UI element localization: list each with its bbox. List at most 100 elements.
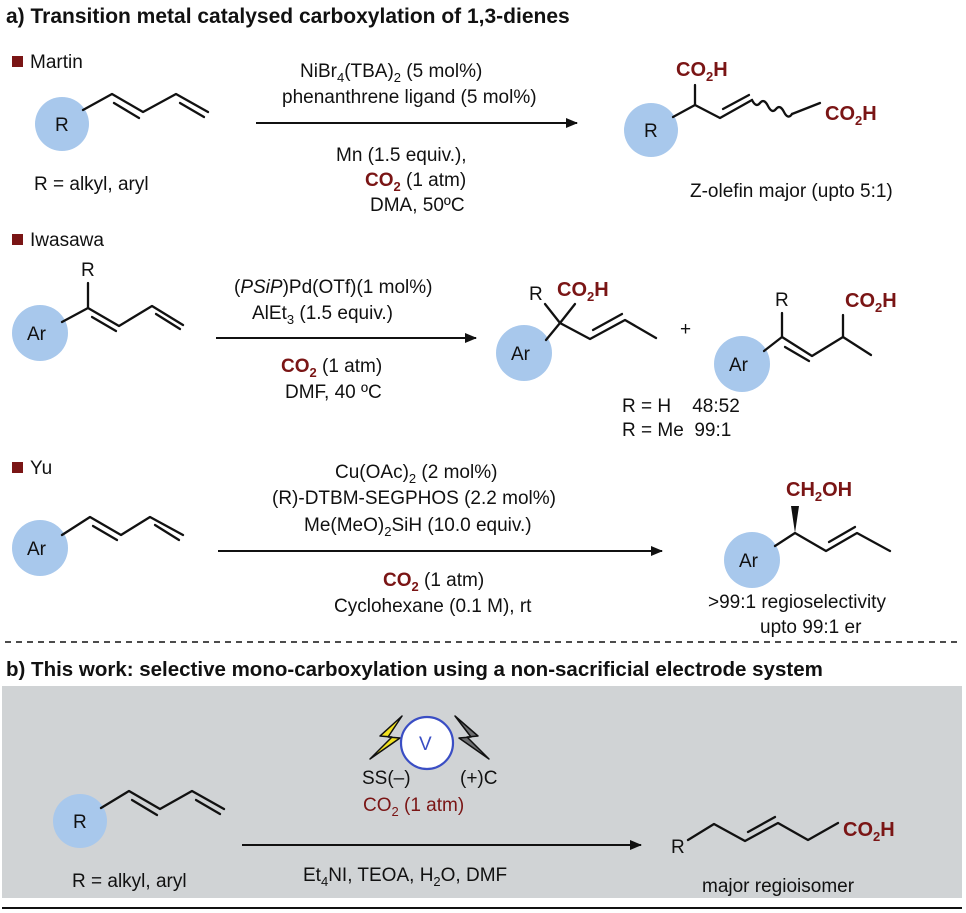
section-b-double-1 xyxy=(130,798,159,817)
yu-cond-2: (R)-DTBM-SEGPHOS (2.2 mol%) xyxy=(272,488,556,509)
section-b-r-circle xyxy=(53,794,107,848)
yu-note-1: >99:1 regioselectivity xyxy=(708,592,886,613)
iwasawa-ar-label: Ar xyxy=(27,324,47,345)
section-b-product-co2h: CO2H xyxy=(843,819,895,844)
iwasawa-p1-double xyxy=(591,312,624,332)
iwasawa-p2-co2h: CO2H xyxy=(845,290,897,315)
martin-product-co2h-top: CO2H xyxy=(676,59,728,84)
yu-double-1 xyxy=(91,524,119,542)
martin-cond-5: DMA, 50ºC xyxy=(370,195,465,216)
iwasawa-cond-4: DMF, 40 ºC xyxy=(285,382,382,403)
iwasawa-ar-circle xyxy=(12,305,68,361)
yu-product-wedge-bond xyxy=(791,506,799,533)
yu-ar-label: Ar xyxy=(27,539,47,560)
section-b-substrate: R xyxy=(53,789,226,848)
yu-product-ar-label: Ar xyxy=(739,551,759,572)
electrode-left: SS(–) xyxy=(362,768,411,789)
iwasawa-ratio-1: R = H 48:52 xyxy=(622,396,740,417)
iwasawa-diene-chain xyxy=(60,304,185,328)
martin-product-double xyxy=(721,93,751,111)
iwasawa-p1-bond-r xyxy=(543,302,562,325)
electrode-right: (+)C xyxy=(460,768,497,789)
iwasawa-cond-3: CO2 (1 atm) xyxy=(281,356,382,380)
iwasawa-ratio-2: R = Me 99:1 xyxy=(622,420,731,441)
martin-r-note: R = alkyl, aryl xyxy=(34,174,149,195)
section-b-r-label: R xyxy=(73,812,87,833)
martin-r-circle xyxy=(35,97,89,151)
iwasawa-cond-1: (PSiP)Pd(OTf)(1 mol%) xyxy=(234,277,432,298)
iwasawa-p1-bond-co2h xyxy=(558,302,577,325)
martin-cond-4: CO2 (1 atm) xyxy=(365,170,466,194)
martin-product-bond-end xyxy=(790,101,822,116)
section-b-diene-chain xyxy=(99,789,226,811)
iwasawa-p2-chain xyxy=(762,335,873,358)
iwasawa-double-2 xyxy=(154,312,182,331)
yu-product-ch2oh: CH2OH xyxy=(786,479,852,504)
section-b-double-2 xyxy=(194,798,222,816)
martin-double-bond-1 xyxy=(112,101,141,120)
yu-cond-1: Cu(OAc)2 (2 mol%) xyxy=(335,462,497,486)
martin-diene-chain xyxy=(81,92,210,114)
section-b-product-double xyxy=(746,815,777,834)
section-a-title: a) Transition metal catalysed carboxylat… xyxy=(6,5,570,28)
yu-diene-chain xyxy=(60,515,185,537)
iwasawa-cond-2: AlEt3 (1.5 equiv.) xyxy=(252,303,393,327)
martin-substrate: R xyxy=(35,92,210,151)
yu-ar-circle xyxy=(12,520,68,576)
lightning-yellow-icon xyxy=(369,715,403,760)
iwasawa-p2-ar-circle xyxy=(714,336,770,392)
section-b-cond-2: Et4NI, TEOA, H2O, DMF xyxy=(303,865,507,889)
yu-bullet xyxy=(12,462,23,473)
yu-product-double xyxy=(827,525,857,544)
yu-cond-3: Me(MeO)2SiH (10.0 equiv.) xyxy=(304,515,532,539)
martin-bullet xyxy=(12,56,23,67)
martin-double-bond-2 xyxy=(178,101,206,119)
iwasawa-p1-r: R xyxy=(529,284,543,305)
iwasawa-p1-chain xyxy=(544,318,658,342)
voltmeter-icon xyxy=(399,715,455,771)
iwasawa-p1-ar-circle xyxy=(496,325,552,381)
martin-product-chain xyxy=(671,98,754,120)
iwasawa-product-2: R Ar CO2H xyxy=(714,290,897,392)
yu-double-2 xyxy=(153,523,181,542)
section-b-product: R CO2H xyxy=(671,815,895,858)
iwasawa-r-top: R xyxy=(81,260,95,281)
yu-product: CH2OH Ar xyxy=(724,479,892,588)
lightning-gray-icon xyxy=(454,715,490,760)
martin-product-co2h-end: CO2H xyxy=(825,103,877,128)
yu-cond-4: CO2 (1 atm) xyxy=(383,570,484,594)
section-b-product-note: major regioisomer xyxy=(702,876,855,897)
iwasawa-product-1: R CO2H Ar xyxy=(496,279,658,381)
yu-note-2: upto 99:1 er xyxy=(760,617,862,638)
electrochem-setup: V xyxy=(369,715,490,771)
iwasawa-p2-r: R xyxy=(775,290,789,311)
yu-cond-5: Cyclohexane (0.1 M), rt xyxy=(334,596,532,617)
martin-cond-2: phenanthrene ligand (5 mol%) xyxy=(282,87,537,108)
yu-product-ar-circle xyxy=(724,532,780,588)
iwasawa-p1-ar-label: Ar xyxy=(511,344,531,365)
yu-product-chain xyxy=(773,531,892,553)
martin-product-wavy-bond xyxy=(750,98,794,118)
martin-product: CO2H R CO2H xyxy=(624,59,877,157)
section-b-panel xyxy=(2,686,962,898)
iwasawa-bullet xyxy=(12,234,23,245)
section-b-product-chain xyxy=(686,821,840,843)
martin-cond-3: Mn (1.5 equiv.), xyxy=(336,145,467,166)
martin-label: Martin xyxy=(30,52,83,73)
martin-product-note: Z-olefin major (upto 5:1) xyxy=(690,181,893,202)
section-b-r-note: R = alkyl, aryl xyxy=(72,871,187,892)
iwasawa-plus: + xyxy=(680,319,691,340)
voltmeter-label: V xyxy=(419,734,432,755)
yu-substrate: Ar xyxy=(12,515,185,576)
section-b-title: b) This work: selective mono-carboxylati… xyxy=(6,658,823,681)
martin-r-label: R xyxy=(55,115,69,136)
yu-label: Yu xyxy=(30,458,52,479)
iwasawa-label: Iwasawa xyxy=(30,230,104,251)
iwasawa-p2-double xyxy=(783,345,811,363)
martin-product-r-circle xyxy=(624,103,678,157)
iwasawa-double-1 xyxy=(90,315,118,333)
section-b-cond-1: CO2 (1 atm) xyxy=(363,795,464,819)
section-b-product-r: R xyxy=(671,837,685,858)
iwasawa-p2-ar-label: Ar xyxy=(729,355,749,376)
